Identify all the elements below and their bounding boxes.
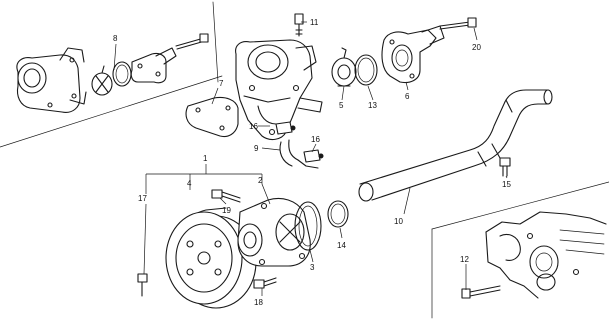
clamp-16b: [297, 149, 324, 169]
water-outlet-6: [381, 25, 445, 84]
callout-8: 8: [113, 34, 118, 43]
bolt-19: [211, 189, 241, 203]
thermostat-5: [331, 47, 357, 87]
callout-20: 20: [472, 43, 481, 52]
clamp-16a: [275, 121, 296, 135]
inset-border-bottom-right: [431, 181, 609, 319]
inset-thermostat: [91, 65, 113, 96]
inset-thermostat-housing: [16, 47, 87, 113]
inset-thermostat-gasket: [112, 61, 132, 87]
callout-17: 17: [138, 194, 147, 203]
inset-border-top-left: [0, 1, 223, 148]
leader-lines: [113, 21, 508, 296]
bolt-18: [253, 277, 277, 289]
inset-water-outlet: [130, 47, 177, 84]
callout-3: 3: [310, 263, 315, 272]
gasket-14: [327, 200, 349, 228]
callout-6: 6: [405, 92, 410, 101]
callout-16-upper: 16: [249, 122, 258, 131]
callout-2: 2: [258, 176, 263, 185]
callout-15: 15: [502, 180, 511, 189]
hose-9: [279, 139, 299, 167]
callout-14: 14: [337, 241, 346, 250]
bolt-17: [137, 273, 148, 297]
callout-16-lower: 16: [311, 135, 320, 144]
sensor-11: [294, 13, 304, 37]
gasket-3: [294, 201, 322, 251]
callout-11: 11: [310, 18, 319, 27]
callout-13: 13: [368, 101, 377, 110]
callout-19: 19: [222, 206, 231, 215]
gasket-13: [354, 54, 378, 86]
callout-labels: 8 11 7 16 9 16 5 13 6 20 15 10 14 3 12 1…: [113, 18, 511, 307]
water-pipe-10: [358, 89, 553, 202]
callout-5: 5: [339, 101, 344, 110]
bolt-20: [439, 17, 477, 30]
bolt-12: [461, 285, 501, 299]
pulley-4: [165, 207, 257, 309]
callout-7: 7: [219, 79, 224, 88]
callout-9: 9: [254, 144, 259, 153]
bolt-15: [499, 157, 511, 177]
callout-1: 1: [203, 154, 208, 163]
inset-bolt: [175, 33, 209, 50]
callout-10: 10: [394, 217, 403, 226]
water-pump-2: [237, 197, 311, 267]
thermostat-case: [235, 39, 323, 141]
gasket-7: [185, 96, 239, 138]
callout-12: 12: [460, 255, 469, 264]
inset-engine-block: [485, 211, 607, 299]
callout-18: 18: [254, 298, 263, 307]
callout-4: 4: [187, 179, 192, 188]
